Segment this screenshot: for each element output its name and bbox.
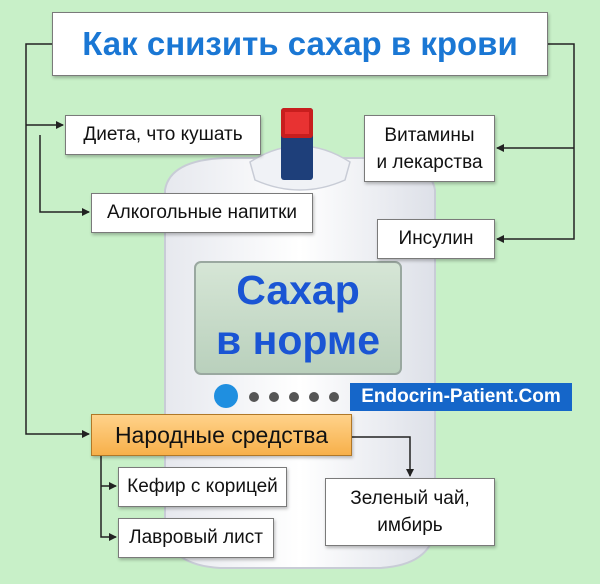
node-diet: Диета, что кушать [65, 115, 261, 155]
node-kefir: Кефир с корицей [118, 467, 287, 507]
page-title: Как снизить сахар в крови [52, 12, 548, 76]
connectors [25, 43, 575, 541]
node-insulin: Инсулин [377, 219, 495, 259]
watermark: Endocrin-Patient.Com [350, 383, 572, 411]
node-green-tea: Зеленый чай, имбирь [325, 478, 495, 546]
meter-screen-line1: Сахар [236, 267, 360, 313]
node-folk-remedies: Народные средства [91, 414, 352, 456]
node-vitamins: Витамины и лекарства [364, 115, 495, 182]
meter-screen-line2: в норме [215, 317, 381, 363]
glucose-meter-icon [164, 108, 436, 569]
node-laurel: Лавровый лист [118, 518, 274, 558]
meter-screen-text: Сахар в норме [198, 265, 398, 365]
node-alcohol: Алкогольные напитки [91, 193, 313, 233]
